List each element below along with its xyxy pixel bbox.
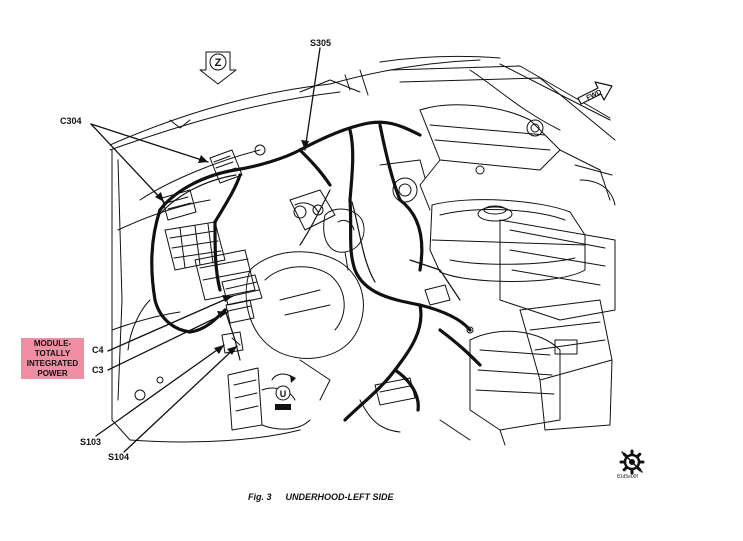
splices-s103-s104 [221,331,244,354]
lower-harness-connector [374,284,451,406]
coolant-reservoir [429,199,586,282]
figure-number: Fig. 3 [248,492,272,502]
label-s103: S103 [80,437,102,447]
label-c3: C3 [92,365,104,375]
lower-left-component [227,367,311,431]
module-line-4: POWER [37,368,68,378]
fwd-arrow-icon [577,81,613,105]
gear-icon [619,449,645,475]
figure-caption: Fig. 3 UNDERHOOD-LEFT SIDE [248,492,408,502]
z-view-marker-icon [199,51,237,85]
leader-arrowheads [155,140,309,355]
u-view-marker-icon [271,373,296,410]
module-line-1: MODULE- [33,338,72,348]
left-fender [111,149,301,443]
module-line-2: TOTALLY [34,348,71,358]
fwd-label: FWD [586,89,603,102]
connector-c304 [161,149,243,221]
label-s104: S104 [108,452,130,462]
u-marker-label: U [280,389,287,399]
strut-tower [245,189,364,359]
z-marker-label: Z [215,57,222,69]
wiring-harness [150,120,482,422]
module-tipm-label: MODULE- TOTALLY INTEGRATED POWER [21,338,84,379]
misc-details [127,119,616,441]
battery-area [499,219,616,431]
leader-lines [90,47,321,453]
air-box [469,330,561,446]
module-line-3: INTEGRATED [26,358,79,368]
tipm-block [164,221,256,301]
label-s305: S305 [310,38,332,48]
figure-title: UNDERHOOD-LEFT SIDE [285,492,394,502]
reference-code: 81d5e00f [617,474,638,480]
hood-outline [109,55,616,151]
label-c4: C4 [92,345,104,355]
upper-right-components [379,104,611,211]
label-c304: C304 [60,116,82,126]
